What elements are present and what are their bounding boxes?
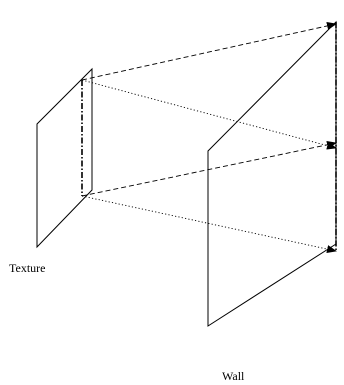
projection-ray-top-dashed (81, 22, 337, 81)
projection-ray-bottom-dotted (81, 195, 337, 254)
texture-label: Texture (9, 261, 45, 275)
texture-quad (36, 67, 93, 249)
wall-quad (207, 20, 337, 327)
projection-ray-top-dotted (81, 79, 337, 150)
projection-ray-bottom-dashed (81, 140, 337, 197)
wall-label: Wall (222, 369, 245, 383)
